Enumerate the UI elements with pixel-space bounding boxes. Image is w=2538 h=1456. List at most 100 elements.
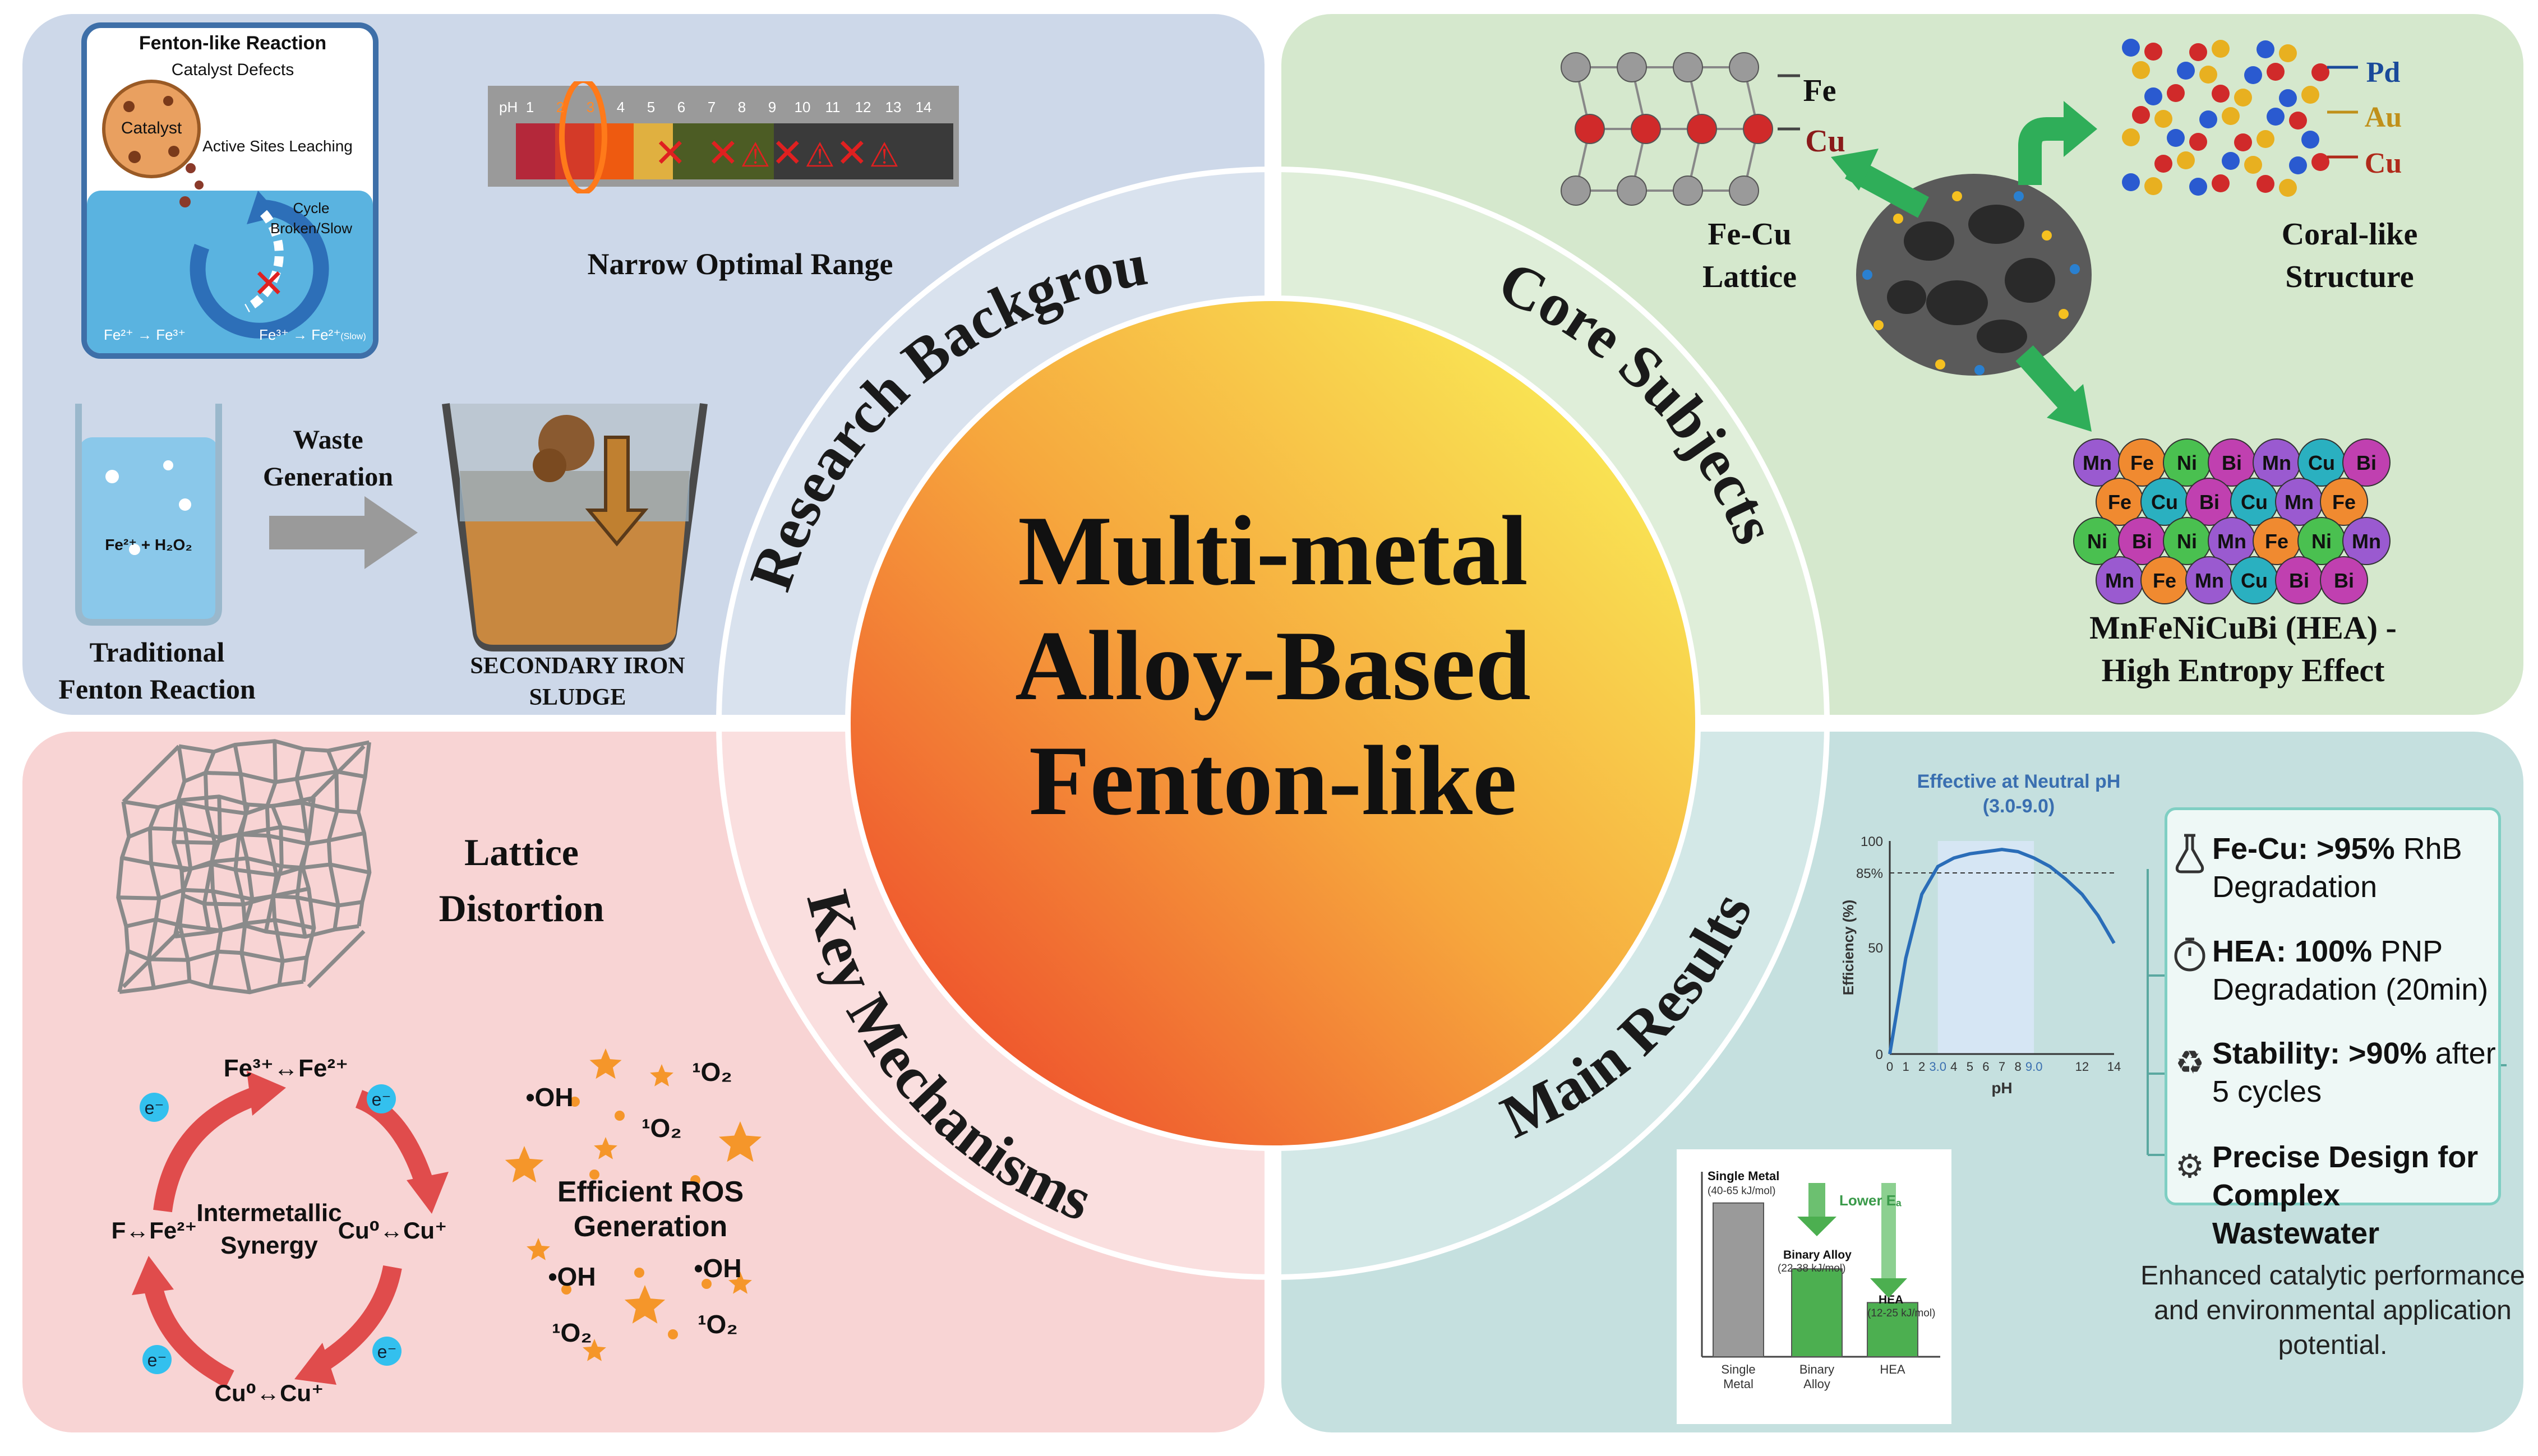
ph-number: 6 [677,99,685,115]
svg-text:Fe: Fe [2153,569,2176,592]
fenton-like-beaker: ✕ [81,22,379,359]
coral-atom [2132,61,2150,79]
coral-atom [2267,108,2285,126]
hea-atom: Fe [2320,478,2368,526]
coral-atom [2189,133,2207,151]
svg-text:Ni: Ni [2087,530,2107,553]
svg-text:Fe: Fe [2265,530,2288,553]
fe-atom [1729,175,1759,206]
ros-oh-label: •OH [525,1083,574,1112]
coral-atom [2301,131,2319,149]
stopwatch-icon [2174,937,2205,972]
fenton-like-title: Fenton-like Reaction [139,33,327,54]
ros-singlet-oxygen-label: ¹O₂ [552,1318,592,1347]
cycle-bottom-label: Cu⁰↔Cu⁺ [214,1380,324,1406]
x-tick-label: 5 [1967,1060,1973,1074]
svg-text:Cu: Cu [2308,451,2335,474]
coral-atom [2234,133,2252,151]
bar-category-label: HEA [1880,1362,1905,1376]
coral-atom [2222,107,2240,125]
ph-number: 9 [768,99,776,115]
x-tick-label: 1 [1902,1060,1909,1074]
x-tick-label: 4 [1950,1060,1957,1074]
electron-icon: e⁻ [372,1337,402,1366]
hea-atom: Mn [2096,556,2144,604]
ph-number: 13 [885,99,902,115]
recycle-icon: ♻ [2175,1044,2204,1081]
ph-number: 8 [738,99,746,115]
coral-atom [2279,44,2297,62]
svg-text:Cu: Cu [2241,491,2268,514]
coral-atom [2144,43,2162,61]
hea-atom: Bi [2118,517,2166,565]
efficiency-line [1888,848,2116,1055]
coral-atom [2122,128,2140,146]
coral-atom [2222,152,2240,170]
ph-number: 7 [708,99,716,115]
coral-atom [2244,156,2262,174]
star-icon [718,1121,762,1162]
ph-label: pH [499,99,518,115]
fenton-formula-label: Fe²⁺ + H₂O₂ [105,536,192,553]
coral-atom [2199,110,2217,128]
x-tick-label: 9.0 [2025,1060,2043,1074]
cu-atom [1575,114,1605,144]
neutral-ph-band [1937,841,2034,1054]
flask-icon [2175,834,2204,873]
svg-text:♻: ♻ [2175,1044,2204,1081]
svg-text:Bi: Bi [2289,569,2309,592]
star-icon [589,1048,622,1079]
coral-structure-icon [2122,39,2358,197]
coral-atom [2279,179,2297,197]
svg-text:✕: ✕ [707,131,740,175]
star-icon [650,1064,673,1087]
slow-label: (Slow) [340,332,366,341]
coral-atom [2167,84,2185,102]
coral-atom [2212,174,2230,192]
hea-atom: Bi [2320,556,2368,604]
svg-text:⚠: ⚠ [869,136,899,174]
x-axis-label: pH [1991,1079,2012,1097]
svg-text:Cu: Cu [2151,491,2178,514]
fe-atom [1729,52,1759,82]
y-tick-label: 50 [1868,941,1883,956]
svg-text:Mn: Mn [2105,569,2134,592]
hea-atom: Ni [2073,517,2121,565]
ph-number: 14 [916,99,932,115]
coral-atom [2256,40,2274,58]
svg-text:Bi: Bi [2132,530,2152,553]
hea-atom: Fe [2253,517,2301,565]
optimal-range-highlight [559,81,607,193]
svg-text:Mn: Mn [2262,451,2291,474]
result-icons: ♻ ⚙ [2174,834,2205,1180]
ph-chart-title: Effective at Neutral pH(3.0-9.0) [1917,771,2121,817]
porous-catalyst-icon [1856,174,2092,376]
svg-text:e⁻: e⁻ [377,1342,397,1362]
cu-atom [1743,114,1773,144]
electron-icon: e⁻ [367,1084,396,1113]
cycle-arrow-bottom-left-icon [132,1256,174,1295]
hea-atom: Cu [2297,438,2346,487]
coral-atom [2189,178,2207,196]
gear-icon: ⚙ [2175,1148,2204,1180]
ros-singlet-oxygen-label: ¹O₂ [692,1057,732,1087]
core-arrows [1831,101,2097,432]
hea-atom: Cu [2230,556,2278,604]
fe-atom [1617,175,1647,206]
cycle-arrow-icon [190,200,329,339]
svg-text:Mn: Mn [2285,491,2314,514]
star-icon [594,1137,617,1159]
coral-atom [2212,40,2230,58]
ph-number: 12 [855,99,871,115]
x-tick-label: 7 [1999,1060,2005,1074]
star-icon [624,1285,666,1324]
coral-atom [2256,130,2274,148]
x-tick-label: 12 [2075,1060,2089,1074]
fe-atom [1561,52,1591,82]
y-tick-label: 100 [1861,834,1883,849]
svg-text:⚠: ⚠ [740,136,770,174]
